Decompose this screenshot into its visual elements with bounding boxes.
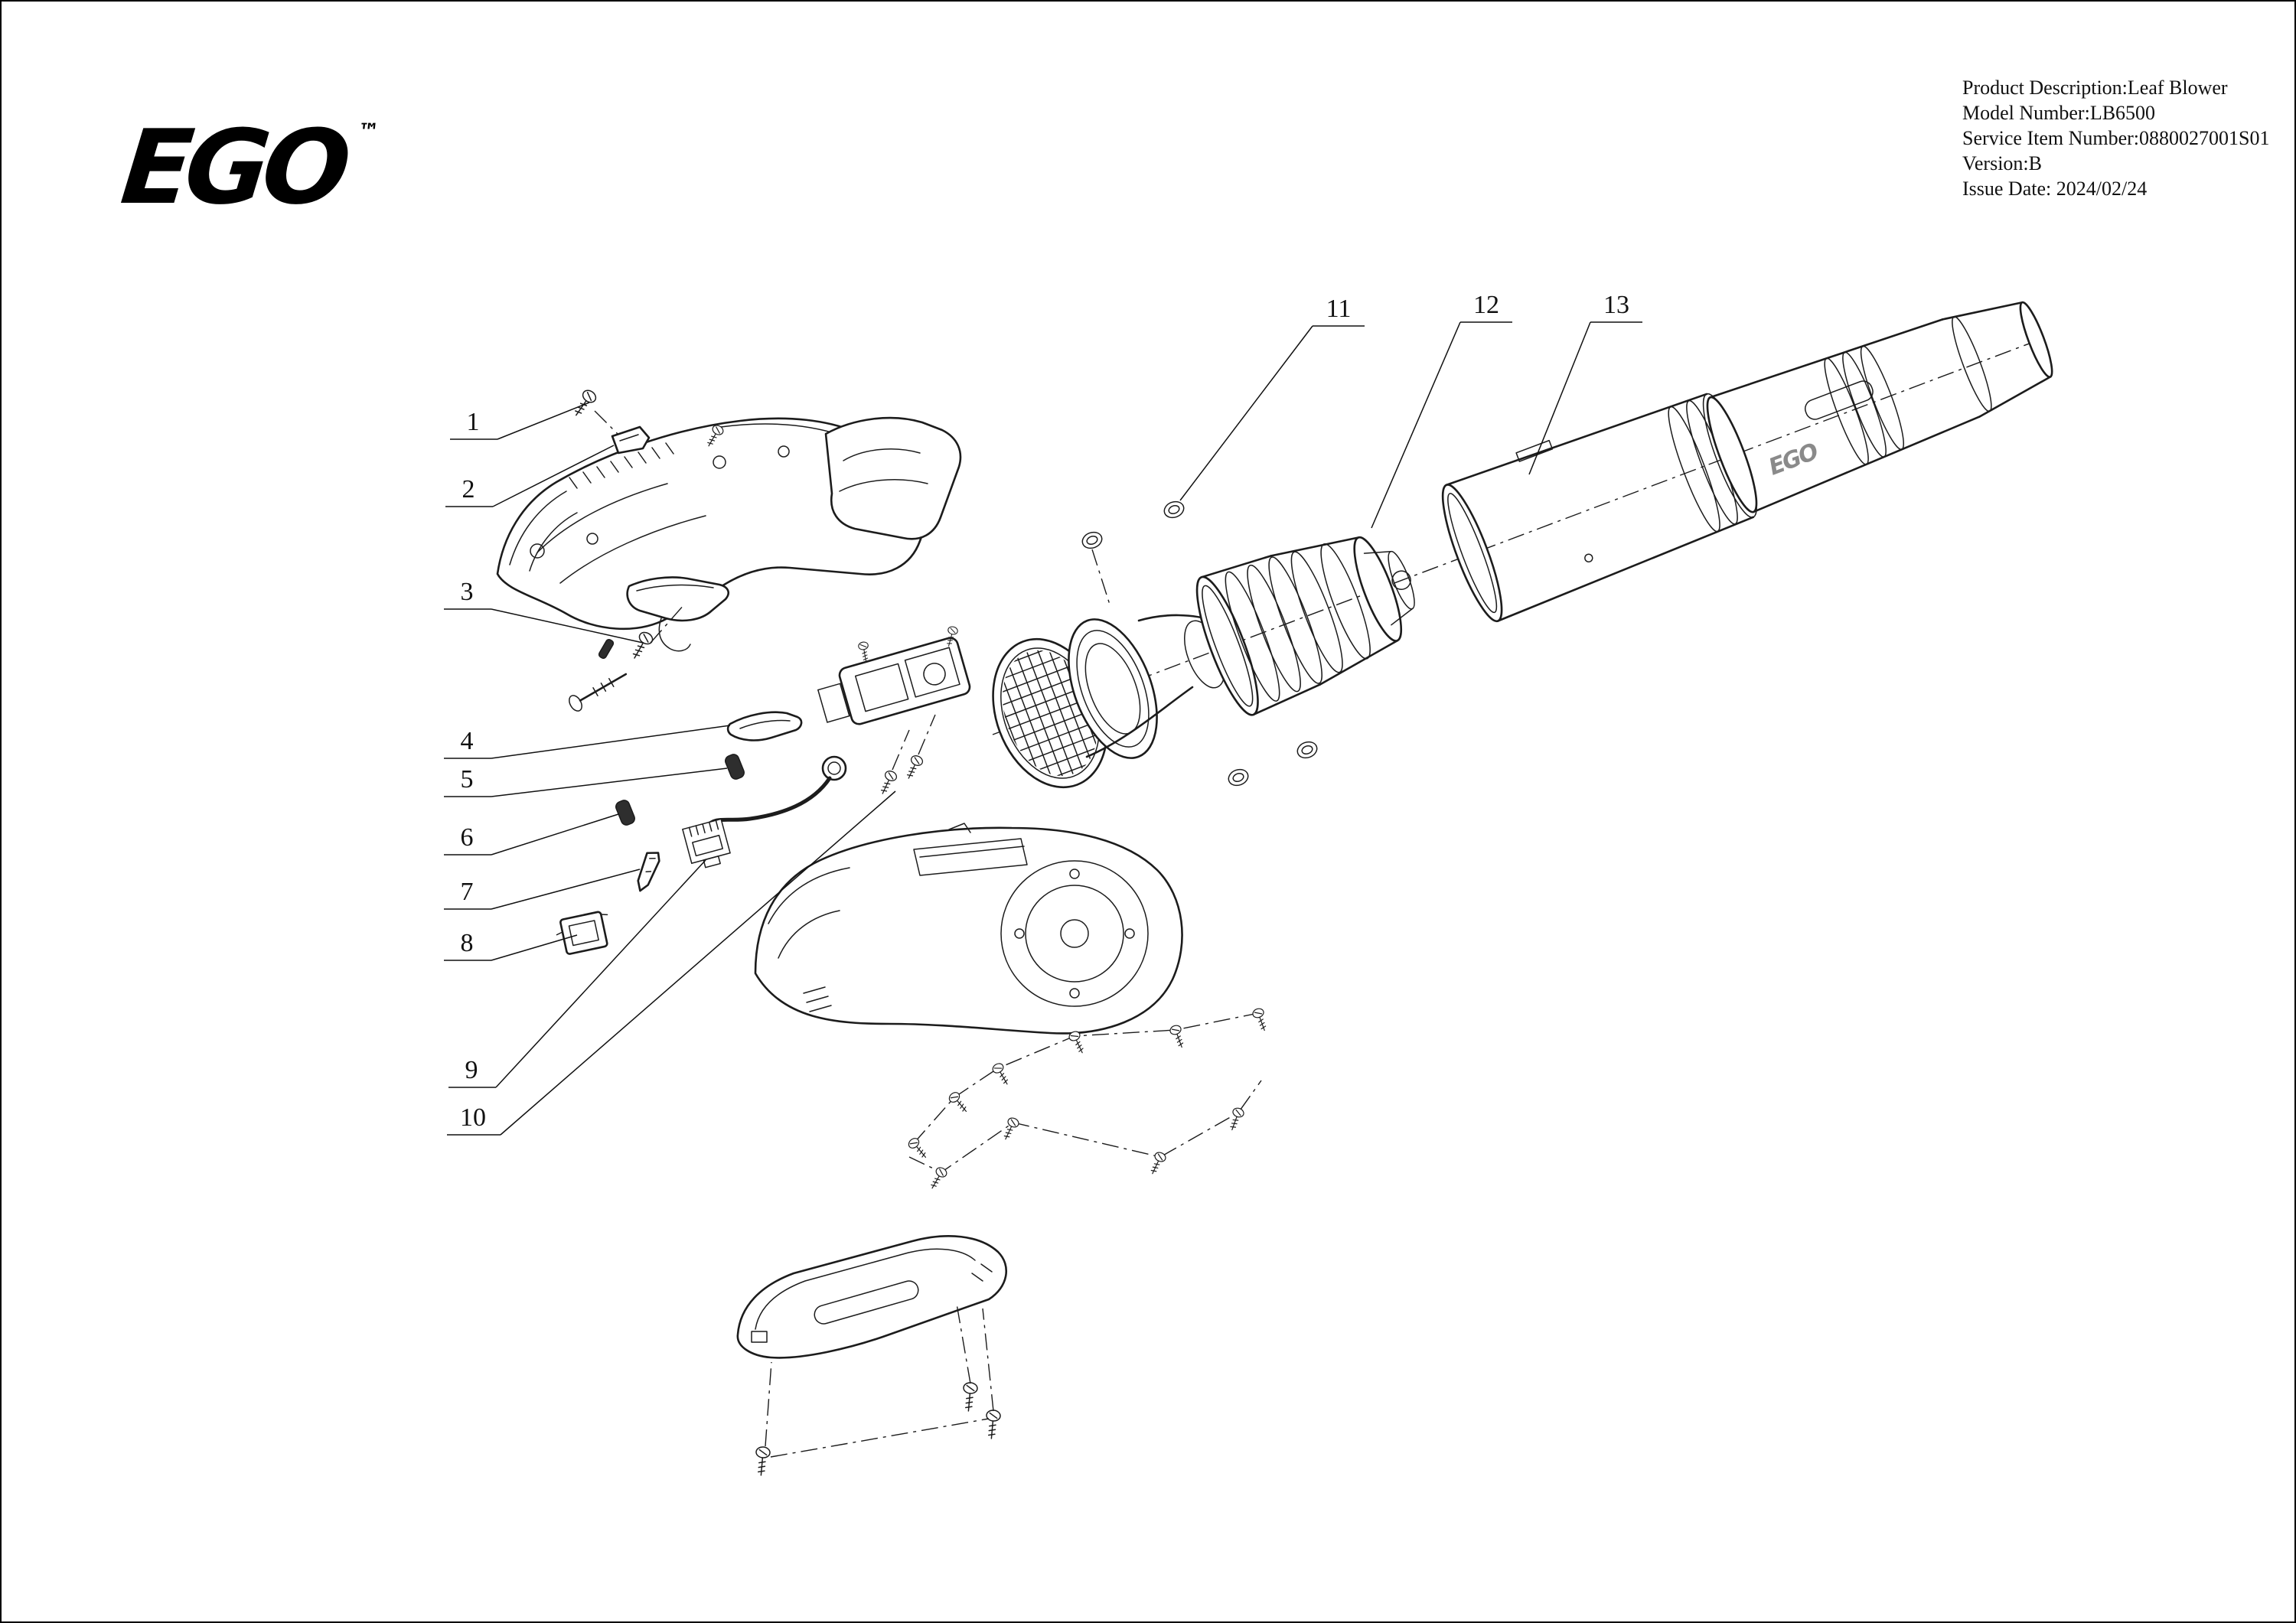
- callout-10: 10: [447, 790, 896, 1136]
- title-line: Service Item Number:0880027001S01: [1962, 125, 2284, 151]
- svg-text:6: 6: [461, 823, 474, 852]
- issue-date-label: Issue Date:: [1962, 178, 2052, 200]
- callout-1: 1: [450, 402, 590, 440]
- version-label: Version:: [1962, 152, 2029, 174]
- svg-text:4: 4: [461, 727, 474, 755]
- service-item-number-value: 0880027001S01: [2139, 127, 2270, 149]
- tube-ego-logo: EGO: [1765, 438, 1821, 481]
- part-main-housing: [754, 823, 1183, 1035]
- title-line: Issue Date: 2024/02/24: [1962, 176, 2284, 201]
- part-long-tube: EGO: [1706, 301, 2053, 513]
- callout-9: 9: [448, 859, 706, 1088]
- axis-centerline: [992, 337, 2044, 735]
- title-line: Version:B: [1962, 151, 2284, 176]
- svg-text:2: 2: [462, 475, 475, 504]
- callout-2: 2: [445, 445, 615, 507]
- callout-11: 11: [1179, 295, 1365, 501]
- model-number-label: Model Number:: [1962, 102, 2090, 124]
- svg-text:12: 12: [1473, 291, 1499, 319]
- svg-text:3: 3: [461, 578, 474, 606]
- callout-6: 6: [444, 813, 619, 855]
- title-line: Model Number:LB6500: [1962, 100, 2284, 125]
- part-housing-screws: [906, 1006, 1270, 1191]
- svg-text:13: 13: [1603, 291, 1629, 319]
- part-wire-harness-9: [681, 755, 847, 869]
- callout-3: 3: [444, 578, 644, 644]
- part-battery-cover: [824, 416, 962, 540]
- part-cap-6: [615, 800, 635, 826]
- title-block: Product Description:Leaf Blower Model Nu…: [1962, 75, 2284, 201]
- svg-text:8: 8: [461, 929, 474, 957]
- title-line: Product Description:Leaf Blower: [1962, 75, 2284, 100]
- svg-text:7: 7: [461, 878, 474, 906]
- part-screws-3: [569, 604, 685, 712]
- model-number-value: LB6500: [2089, 102, 2156, 124]
- callout-5: 5: [444, 765, 728, 797]
- part-switch-assembly: [817, 625, 971, 725]
- callout-13: 13: [1528, 291, 1642, 475]
- service-item-number-label: Service Item Number:: [1962, 127, 2140, 149]
- product-description-label: Product Description:: [1962, 77, 2128, 99]
- part-screws-10: [876, 714, 936, 797]
- part-clip-2: [611, 425, 651, 455]
- part-grommets-11: [1079, 498, 1320, 789]
- part-impeller-12: [1195, 536, 1415, 716]
- version-value: B: [2028, 152, 2043, 174]
- product-description-value: Leaf Blower: [2127, 77, 2228, 99]
- svg-text:10: 10: [460, 1103, 486, 1132]
- part-cap-5: [725, 754, 745, 780]
- svg-text:9: 9: [465, 1056, 478, 1084]
- svg-text:11: 11: [1326, 295, 1352, 323]
- part-bottom-screws: [753, 1303, 1002, 1477]
- svg-text:5: 5: [461, 765, 474, 794]
- callout-8: 8: [444, 929, 578, 961]
- callout-12: 12: [1371, 291, 1512, 529]
- callout-7: 7: [444, 869, 641, 910]
- part-trigger: [626, 576, 730, 652]
- callout-4: 4: [444, 725, 731, 759]
- part-lever-4: [726, 711, 803, 741]
- part-funnel: [1068, 614, 1225, 759]
- svg-text:1: 1: [467, 408, 480, 436]
- part-bracket-8: [556, 911, 608, 955]
- issue-date-value: 2024/02/24: [2051, 178, 2148, 200]
- part-clip-7: [637, 852, 660, 892]
- part-bottom-cover: [736, 1235, 1008, 1359]
